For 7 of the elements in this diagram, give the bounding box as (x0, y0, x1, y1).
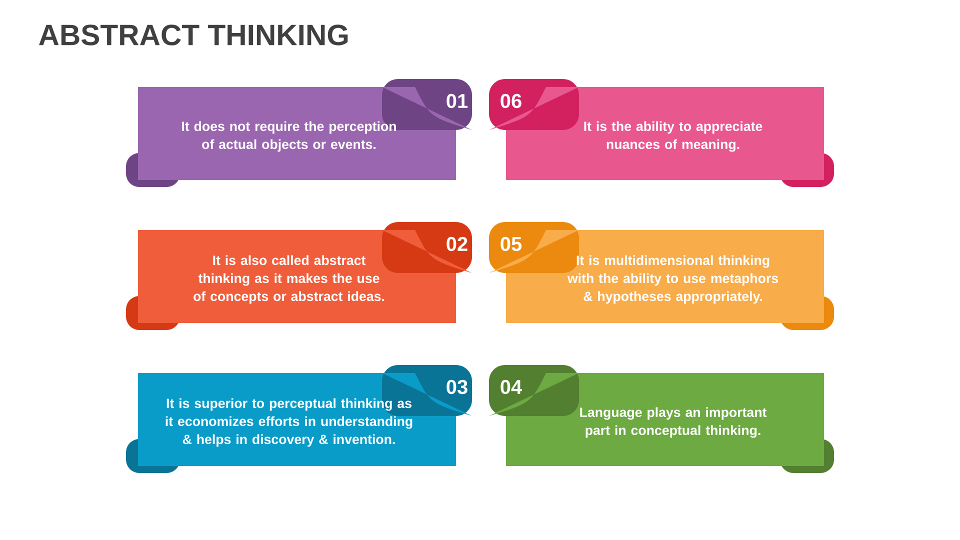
banner-card: 02 It is also called abstract thinking as it makes the use of concepts or abstract ideas. (126, 222, 472, 330)
banner-card: 05 It is multidimensional thinking with the ability to use metaphors & hypotheses appropriately. (489, 222, 834, 330)
banner-card: 06 It is the ability to appreciate nuances of meaning. (489, 79, 834, 187)
banner-card: 04 Language plays an important part in conceptual thinking. (489, 365, 834, 473)
title: ABSTRACT THINKING (39, 24, 348, 46)
banner-card: 01 It does not require the perception of actual objects or events. (126, 79, 472, 187)
banner-card: 03 It is superior to perceptual thinking as it economizes efforts in understanding & helps in discovery & invention. (126, 365, 472, 473)
